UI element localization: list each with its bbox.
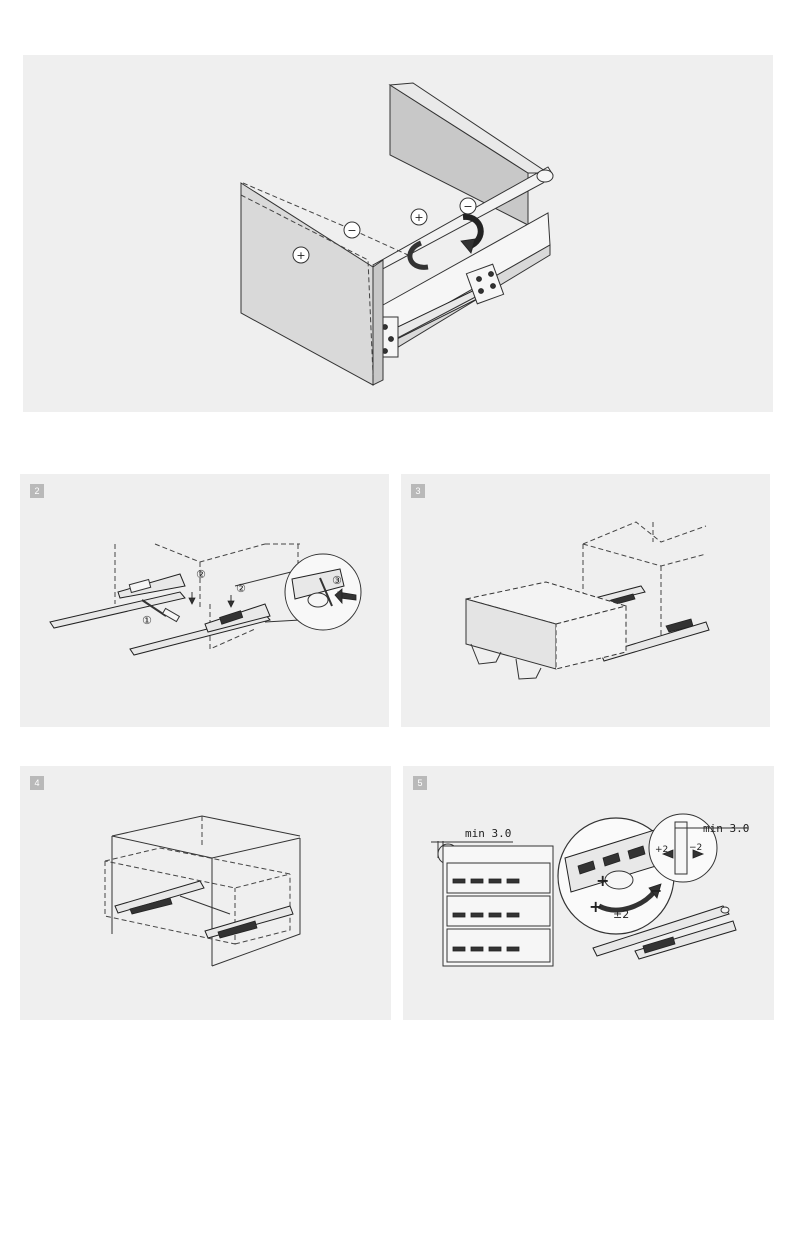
plus-symbol: + bbox=[410, 208, 428, 226]
step5-drawing: min 3.0 + + − ±2 bbox=[431, 813, 749, 967]
minus-symbol: − bbox=[343, 221, 361, 239]
svg-text:+: + bbox=[414, 211, 423, 224]
step-number-badge: 4 bbox=[30, 776, 44, 790]
gap-zoom-icon bbox=[648, 813, 718, 883]
min-gap-label: min 3.0 bbox=[465, 827, 511, 840]
minus-symbol: − bbox=[459, 197, 477, 215]
front-bracket-icon bbox=[465, 263, 505, 305]
rotate-arrow-icon bbox=[407, 213, 484, 270]
plus-symbol: + bbox=[292, 246, 310, 264]
plus-label: + bbox=[589, 897, 602, 916]
step4-panel: 4 bbox=[20, 766, 391, 1020]
minus-two-label: −2 bbox=[689, 843, 702, 853]
step1-drawing: − + − + bbox=[240, 82, 554, 386]
screwdriver-icon bbox=[141, 599, 181, 623]
runner-row-icon bbox=[452, 878, 520, 952]
hand-icon bbox=[470, 643, 542, 680]
step1-panel: − + − + bbox=[23, 55, 773, 412]
plus-two-label: +2 bbox=[655, 845, 668, 855]
step-number-badge: 2 bbox=[30, 484, 44, 498]
plus-minus-two-label: ±2 bbox=[613, 908, 629, 921]
callout-2: ② bbox=[236, 582, 246, 595]
step-number-badge: 5 bbox=[413, 776, 427, 790]
min-gap-label: min 3.0 bbox=[703, 822, 749, 835]
callout-3: ③ bbox=[332, 574, 342, 587]
step2-panel: 2 bbox=[20, 474, 389, 727]
plus-label: + bbox=[596, 871, 609, 890]
callout-1: ① bbox=[142, 614, 152, 627]
zoom-detail-icon bbox=[284, 553, 362, 631]
svg-text:−: − bbox=[347, 224, 356, 237]
callout-2: ② bbox=[196, 568, 206, 581]
minus-label: − bbox=[649, 881, 662, 900]
step-number-badge: 3 bbox=[411, 484, 425, 498]
step4-drawing bbox=[104, 815, 301, 967]
step3-drawing bbox=[465, 521, 710, 680]
svg-text:+: + bbox=[296, 249, 305, 262]
step3-panel: 3 bbox=[401, 474, 770, 727]
step2-drawing: ① ② ② ③ bbox=[49, 543, 362, 656]
svg-text:−: − bbox=[463, 200, 472, 213]
step5-panel: 5 min 3.0 + + − ±2 bbox=[403, 766, 774, 1020]
